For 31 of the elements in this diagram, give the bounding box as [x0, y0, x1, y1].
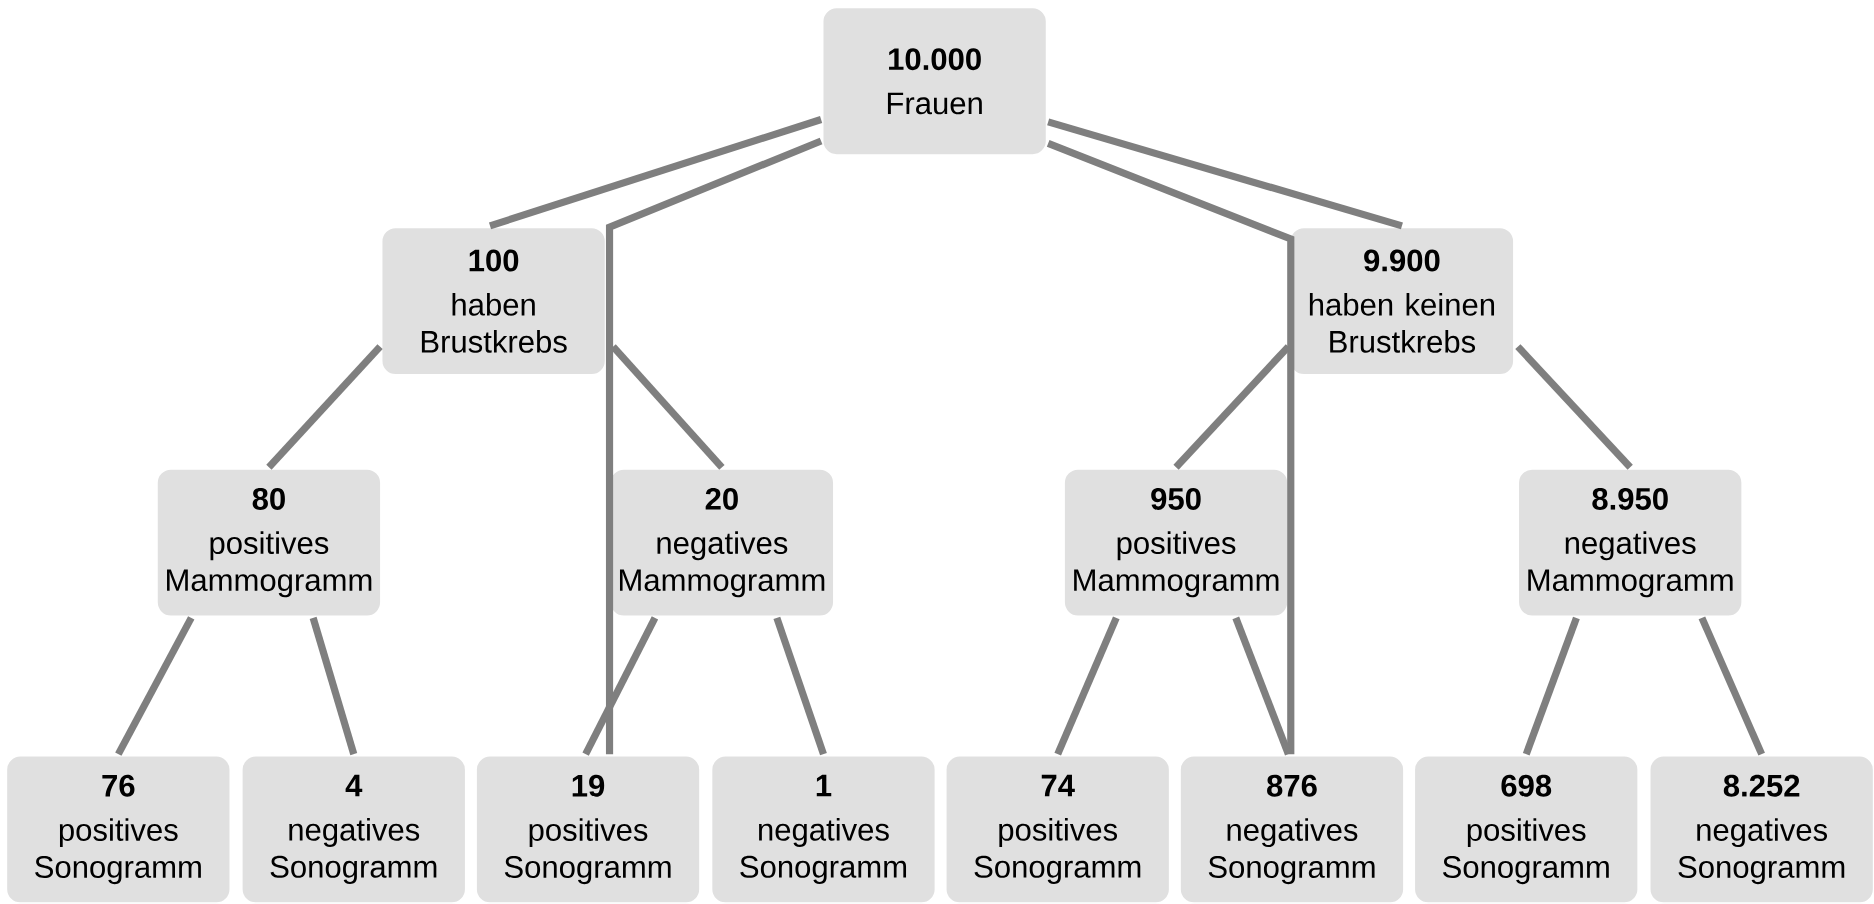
count-box: 80 positives Mammogramm [155, 467, 383, 619]
connector-line [266, 344, 383, 470]
count-box: 698 positives Sonogramm [1412, 754, 1640, 904]
connector-line [773, 616, 827, 756]
connector-line [582, 616, 659, 756]
connector-line [1173, 344, 1291, 470]
connector-line [1515, 344, 1633, 470]
count-box: 9.900 haben keinen Brustkrebs [1288, 226, 1516, 377]
count-box: 876 negatives Sonogramm [1178, 754, 1406, 904]
connector-line [1698, 616, 1765, 756]
count-box: 76 positives Sonogramm [4, 754, 232, 904]
count-box: 74 positives Sonogramm [944, 754, 1172, 904]
count-box: 10.000 Frauen [821, 6, 1049, 157]
connector-line [610, 344, 725, 470]
connector-line [1054, 616, 1120, 756]
connector-line [488, 116, 823, 230]
connector-line [1046, 140, 1295, 755]
count-box: 8.950 negatives Mammogramm [1516, 467, 1744, 619]
connector-line [605, 137, 823, 755]
connector-line [115, 616, 195, 757]
count-box: 8.252 negatives Sonogramm [1648, 754, 1874, 904]
count-box: 1 negatives Sonogramm [709, 754, 937, 904]
count-box: 950 positives Mammogramm [1062, 467, 1290, 619]
count-box: 20 negatives Mammogramm [608, 467, 836, 619]
count-box: 4 negatives Sonogramm [240, 754, 468, 904]
connector-line [1232, 616, 1292, 756]
connector-line [1047, 118, 1403, 230]
count-box: 19 positives Sonogramm [474, 754, 702, 904]
connector-line [1522, 616, 1580, 756]
count-box: 100 haben Brustkrebs [380, 226, 608, 377]
connector-line [309, 617, 358, 756]
